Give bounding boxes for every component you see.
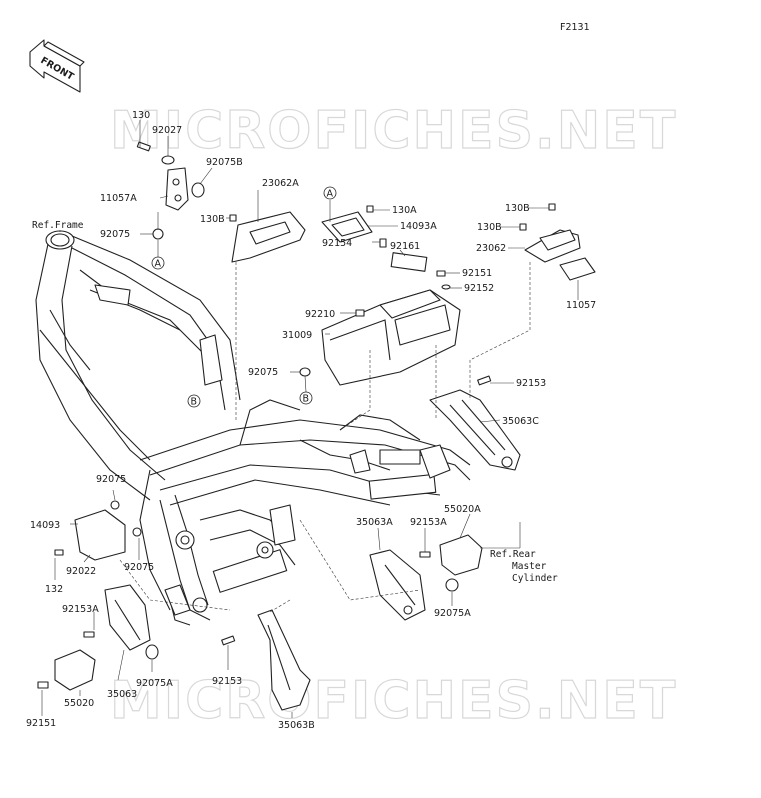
guard-55020a [439, 534, 483, 576]
bracket-11057a [165, 167, 189, 211]
svg-text:B: B [191, 397, 198, 408]
label-130: 130 [132, 110, 150, 121]
front-arrow-icon: FRONT [29, 39, 85, 93]
dashed-assembly-lines [119, 262, 531, 613]
collar-92075-top [152, 228, 164, 240]
label-92075-left-2: 92075 [124, 562, 154, 573]
label-92154: 92154 [322, 238, 352, 249]
svg-text:B: B [303, 394, 310, 405]
label-14093: 14093 [30, 520, 60, 531]
label-92161: 92161 [390, 241, 420, 252]
bolt-130b-right-2 [519, 223, 527, 231]
label-92152: 92152 [464, 283, 494, 294]
diagram-code: F2131 [560, 22, 590, 33]
cover-14093 [74, 509, 126, 561]
bracket-11057 [559, 257, 596, 281]
callout-a-left: A [151, 256, 165, 270]
bracket-23062 [524, 229, 581, 263]
label-23062a: 23062A [262, 178, 299, 189]
label-130b-right-1: 130B [505, 203, 530, 214]
stay-35063a [369, 549, 426, 621]
collar-92075a-left [145, 644, 159, 660]
label-23062: 23062 [476, 243, 506, 254]
label-92075a-left: 92075A [136, 678, 173, 689]
ref-frame: Ref.Frame [32, 220, 84, 231]
label-92153-bottom: 92153 [212, 676, 242, 687]
label-92151-bottom: 92151 [26, 718, 56, 729]
cover-14093a [321, 211, 373, 243]
grommet-92027 [161, 155, 175, 165]
collar-92075a-right [445, 578, 459, 592]
collar-92075-left-2 [132, 527, 142, 537]
label-92153a-right: 92153A [410, 517, 447, 528]
guard-55020 [54, 649, 96, 691]
watermark-top: MICROFICHES.NET [110, 101, 677, 161]
label-92075-mid: 92075 [248, 367, 278, 378]
label-35063b: 35063B [278, 720, 315, 731]
leader-lines [41, 120, 579, 718]
callout-b-frame: B [187, 394, 201, 408]
bolt-92151-bottom [37, 681, 49, 689]
label-92027: 92027 [152, 125, 182, 136]
ref-rear-master-2: Master [512, 561, 547, 572]
label-92153-top: 92153 [516, 378, 546, 389]
ref-rear-master-3: Cylinder [512, 573, 558, 584]
label-92075-top: 92075 [100, 229, 130, 240]
label-92075b: 92075B [206, 157, 243, 168]
label-130b-left: 130B [200, 214, 225, 225]
label-11057: 11057 [566, 300, 596, 311]
label-92022: 92022 [66, 566, 96, 577]
bolt-92151-top [436, 270, 446, 277]
label-130a: 130A [392, 205, 417, 216]
clamp-92210 [355, 309, 365, 317]
collar-92075b [191, 182, 205, 198]
bolt-92153-top [477, 375, 492, 386]
main-frame [35, 230, 471, 626]
label-35063: 35063 [107, 689, 137, 700]
label-132: 132 [45, 584, 63, 595]
label-11057a: 11057A [100, 193, 137, 204]
bolt-92153a-left [83, 631, 95, 638]
label-92210: 92210 [305, 309, 335, 320]
stay-35063c [429, 389, 521, 471]
bolt-130a [366, 205, 374, 213]
battery-case-31009 [321, 289, 461, 386]
bolt-132 [54, 549, 64, 556]
bolt-130b-right-1 [548, 203, 556, 211]
label-92075-left: 92075 [96, 474, 126, 485]
watermark-bottom: MICROFICHES.NET [110, 671, 677, 731]
label-92075a-right: 92075A [434, 608, 471, 619]
svg-text:A: A [155, 259, 162, 270]
callout-b-mid: B [299, 391, 313, 405]
label-130b-right-2: 130B [477, 222, 502, 233]
ref-rear-master-1: Ref.Rear [490, 549, 536, 560]
label-31009: 31009 [282, 330, 312, 341]
label-55020a: 55020A [444, 504, 481, 515]
collar-92075-left [110, 500, 120, 510]
collar-92075-mid [299, 367, 311, 377]
bolt-130b-left [229, 214, 237, 222]
label-35063a: 35063A [356, 517, 393, 528]
bolt-92154 [379, 238, 387, 248]
stay-35063b [257, 609, 311, 711]
bolt-92153-bottom [221, 635, 236, 646]
callout-a-top: A [323, 186, 337, 200]
washer-92152 [441, 284, 451, 290]
pad-92161 [390, 252, 428, 272]
bolt-92153a-right [419, 551, 431, 558]
label-92151-top: 92151 [462, 268, 492, 279]
label-92153a-left: 92153A [62, 604, 99, 615]
label-14093a: 14093A [400, 221, 437, 232]
label-55020: 55020 [64, 698, 94, 709]
bolt-130 [136, 141, 151, 152]
bracket-23062a [231, 211, 306, 263]
part-labels: 130 92027 92075B 11057A 23062A 130B Ref.… [26, 110, 596, 731]
label-35063c: 35063C [502, 416, 539, 427]
stay-35063 [104, 584, 151, 651]
svg-text:A: A [327, 189, 334, 200]
